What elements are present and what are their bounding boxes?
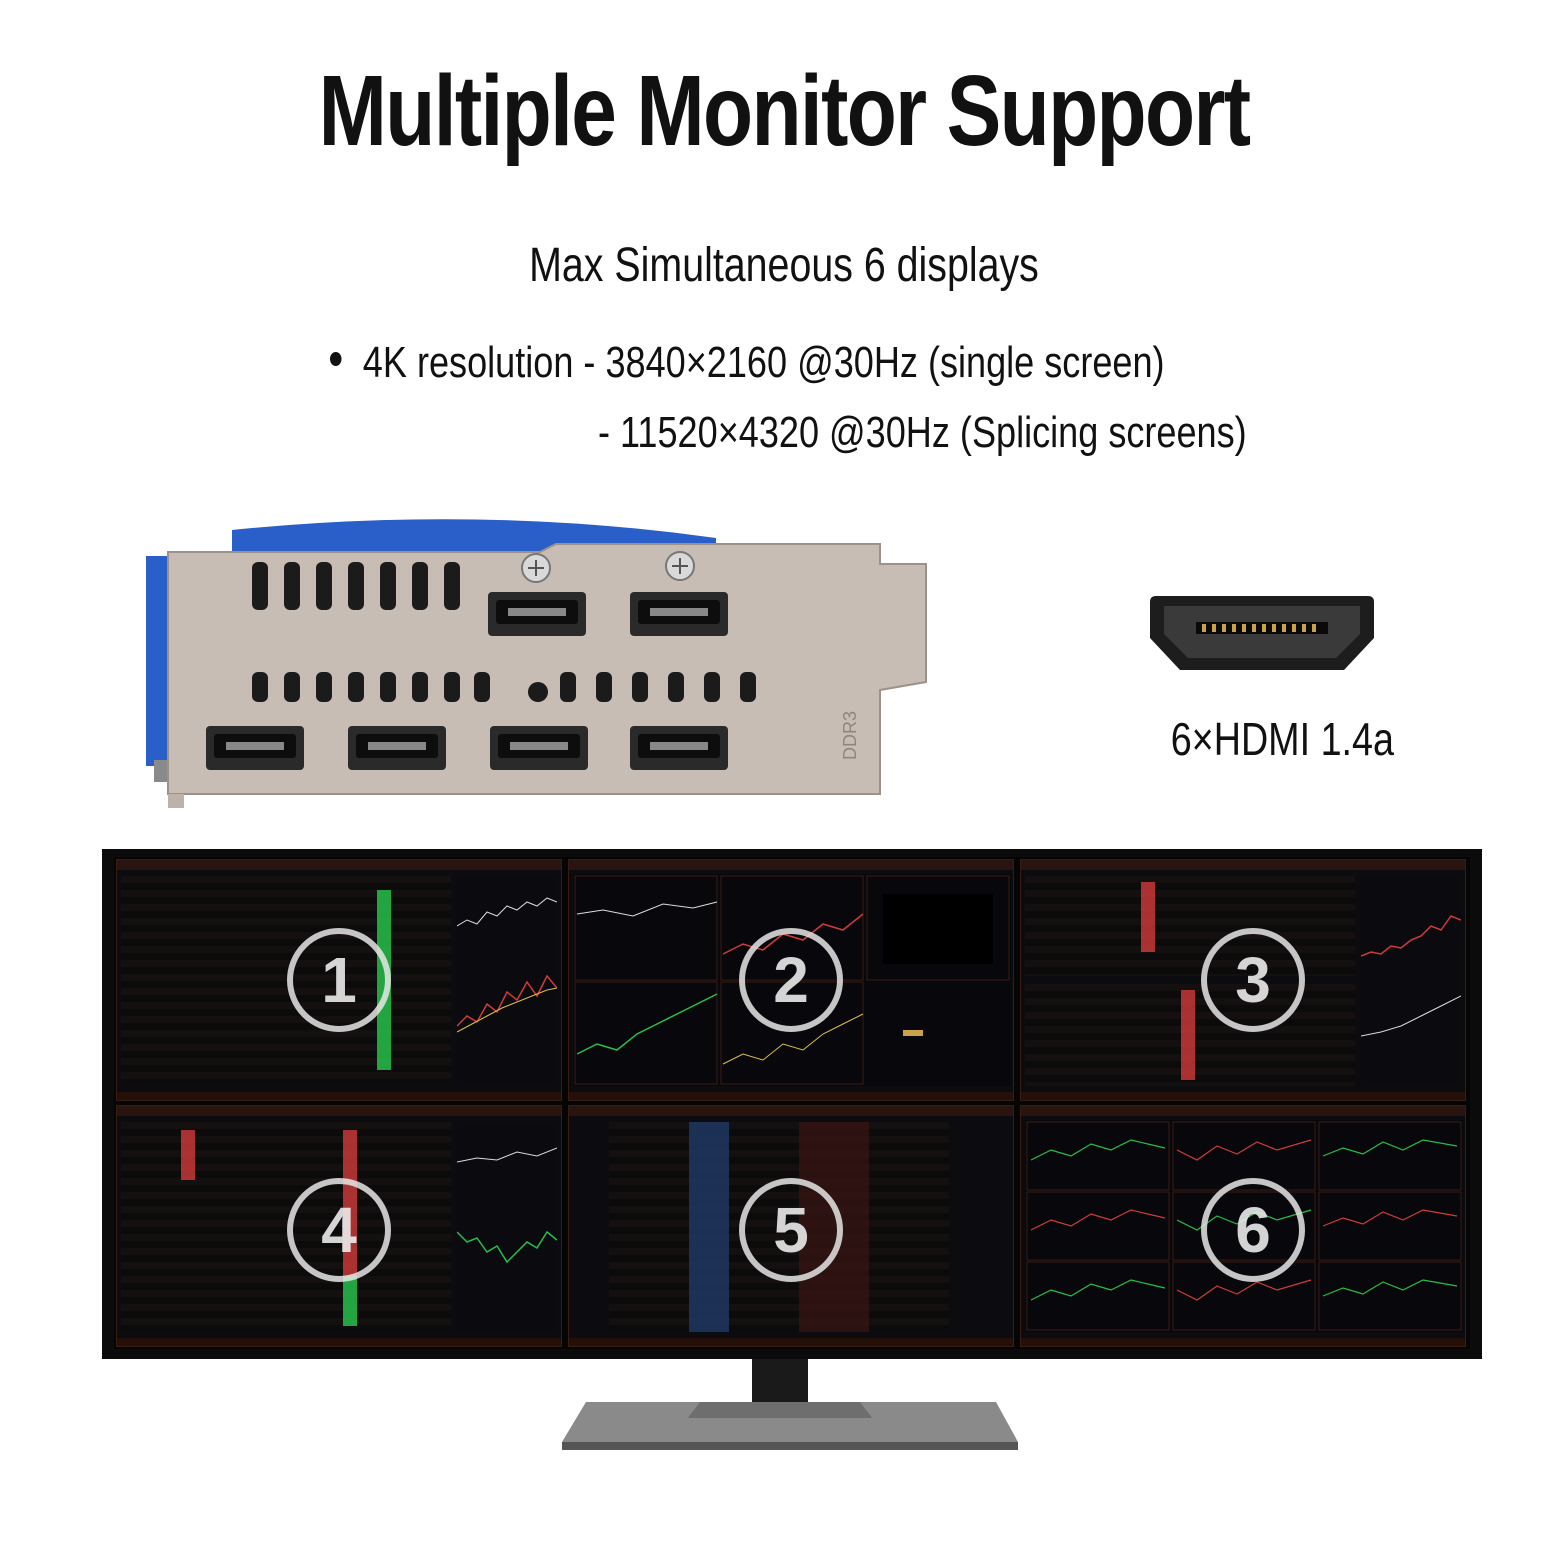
hdmi-port-label: 6×HDMI 1.4a <box>1170 713 1394 765</box>
page-title: Multiple Monitor Support <box>318 55 1251 167</box>
price-chart <box>1361 876 1461 1086</box>
window-titlebar <box>569 860 1013 870</box>
window-titlebar <box>1021 1106 1465 1116</box>
screen-panel-1: 1 <box>116 859 562 1101</box>
down-column <box>1181 990 1195 1080</box>
pcb-edge <box>154 760 168 782</box>
window-titlebar <box>1021 860 1465 870</box>
stock-table <box>121 876 451 1086</box>
screen-number-6: 6 <box>1201 1178 1305 1282</box>
graphics-card-bracket: DDR3 <box>146 519 927 808</box>
bullet-icon <box>330 352 342 367</box>
window-statusbar <box>117 1338 561 1346</box>
screen-number-3: 3 <box>1201 928 1305 1032</box>
window-titlebar <box>117 1106 561 1116</box>
spec-line-2: - 11520×4320 @30Hz (Splicing screens) <box>598 408 1247 457</box>
multi-chart-grid <box>573 874 1011 1086</box>
spec-line-1: 4K resolution - 3840×2160 @30Hz (single … <box>362 338 1165 387</box>
screen-panel-3: 3 <box>1020 859 1466 1101</box>
window-titlebar <box>117 860 561 870</box>
window-statusbar <box>569 1092 1013 1100</box>
down-column <box>1141 882 1155 952</box>
window-statusbar <box>569 1338 1013 1346</box>
screen-number-2: 2 <box>739 928 843 1032</box>
spec-4k-single: 4K resolution - 3840×2160 @30Hz (single … <box>330 338 1165 388</box>
vent-slots-bottom <box>252 672 756 702</box>
screen-panel-6: 6 <box>1020 1105 1466 1347</box>
price-chart <box>457 876 557 1086</box>
window-statusbar <box>1021 1092 1465 1100</box>
price-chart <box>457 1122 557 1332</box>
screen-panel-2: 2 <box>568 859 1014 1101</box>
plate-tab <box>168 794 184 808</box>
monitor: 1 2 <box>102 849 1482 1359</box>
screen-number-5: 5 <box>739 1178 843 1282</box>
window-titlebar <box>569 1106 1013 1116</box>
down-column <box>181 1130 195 1180</box>
subtitle: Max Simultaneous 6 displays <box>529 239 1039 292</box>
screen-number-4: 4 <box>287 1178 391 1282</box>
screen-panel-5: 5 <box>568 1105 1014 1347</box>
window-statusbar <box>1021 1338 1465 1346</box>
hdmi-ports-bottom <box>206 726 728 770</box>
hdmi-port-icon <box>1150 596 1374 670</box>
stock-table <box>121 1122 451 1332</box>
highlight-column <box>689 1122 729 1332</box>
screw-hole-icon <box>528 682 548 702</box>
heatsink-side <box>146 556 170 766</box>
vent-slots-top <box>252 562 460 610</box>
window-statusbar <box>117 1092 561 1100</box>
monitor-screen: 1 2 <box>114 857 1470 1349</box>
screen-number-1: 1 <box>287 928 391 1032</box>
up-column <box>343 1276 357 1326</box>
spec-splicing: - 11520×4320 @30Hz (Splicing screens) <box>598 408 1247 458</box>
hdmi-ports-top <box>488 592 728 636</box>
stock-table-upper <box>1025 876 1355 976</box>
screw-icons <box>521 551 695 583</box>
bracket-engraving: DDR3 <box>840 711 860 760</box>
monitor-stand-neck <box>752 1359 808 1421</box>
screen-panel-4: 4 <box>116 1105 562 1347</box>
